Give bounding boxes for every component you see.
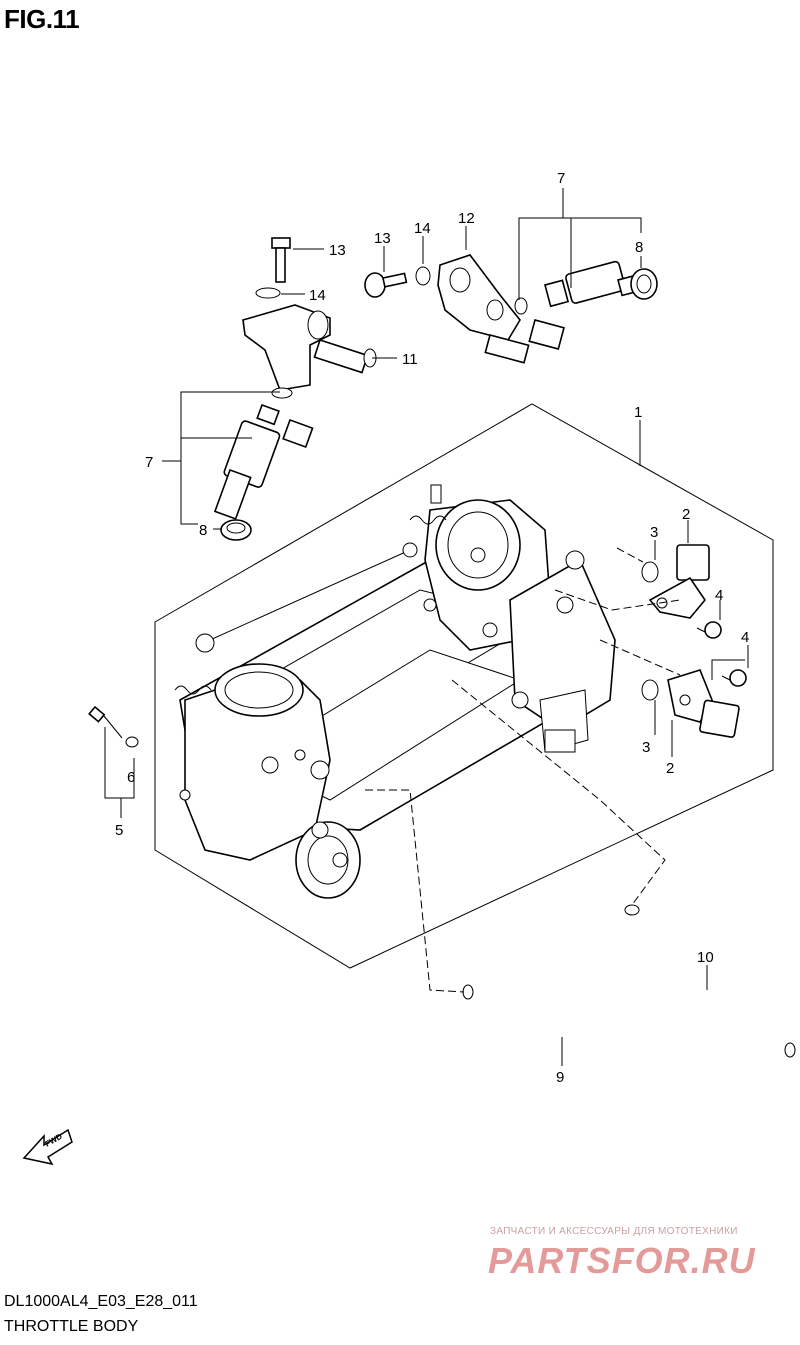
bolt-13b (364, 272, 408, 298)
callout-3b: 3 (642, 739, 650, 756)
fwd-arrow: FWD (22, 1128, 73, 1166)
callout-8a: 8 (635, 239, 643, 256)
callout-10: 10 (697, 949, 714, 966)
washer-14b (415, 266, 431, 286)
callout-1: 1 (634, 404, 642, 421)
screw-4b (721, 669, 747, 687)
throttle-body-assembly (174, 484, 616, 899)
screw-5 (88, 705, 123, 739)
o-ring-upper-left (271, 387, 293, 399)
callout-13a: 13 (329, 242, 346, 259)
bolt-13a (271, 237, 291, 283)
figure-title: FIG.11 (4, 4, 80, 34)
o-ring-3b (641, 679, 659, 701)
seal-8a (220, 519, 252, 541)
figure-caption: THROTTLE BODY (4, 1318, 139, 1335)
callout-3a: 3 (650, 524, 658, 541)
callout-14a: 14 (309, 287, 326, 304)
callout-8b: 8 (199, 522, 207, 539)
seal-8b (630, 268, 658, 300)
hose-10 (613, 904, 796, 1058)
o-ring-3a (641, 561, 659, 583)
callout-5: 5 (115, 822, 123, 839)
model-code: DL1000AL4_E03_E28_011 (4, 1293, 198, 1310)
assembly-outline (154, 403, 774, 969)
callout-6: 6 (127, 769, 135, 786)
callout-13b: 13 (374, 230, 391, 247)
fuel-injector-right (528, 260, 638, 350)
callout-11: 11 (402, 351, 418, 368)
sensor-2a (648, 544, 710, 619)
callout-12: 12 (458, 210, 475, 227)
callout-2b: 2 (666, 760, 674, 777)
sensor-2b (667, 669, 740, 738)
callout-14b: 14 (414, 220, 431, 237)
fuel-injector-left (213, 403, 314, 520)
callout-7b: 7 (145, 454, 153, 471)
washer-6 (125, 736, 139, 748)
watermark-tagline: ЗАПЧАСТИ И АКСЕССУАРЫ ДЛЯ МОТОТЕХНИКИ (490, 1226, 738, 1237)
callout-9: 9 (556, 1069, 564, 1086)
fuel-delivery-pipe (242, 304, 377, 391)
callouts: 1 2 2 3 3 4 4 5 6 7 7 8 8 9 10 11 12 13 … (115, 170, 749, 1086)
callout-7a: 7 (557, 170, 565, 187)
o-ring-upper-right (514, 297, 528, 315)
callout-4a: 4 (715, 587, 723, 604)
leader-lines (104, 188, 749, 1066)
callout-4b: 4 (741, 629, 749, 646)
dashed-alignment-lines (365, 547, 681, 993)
screw-4a (696, 621, 722, 639)
washer-14a (255, 287, 281, 299)
watermark-logo: PARTSFOR.RU (488, 1240, 756, 1281)
callout-2a: 2 (682, 506, 690, 523)
hose-9 (462, 984, 684, 1094)
fuel-pipe-12 (437, 254, 530, 364)
